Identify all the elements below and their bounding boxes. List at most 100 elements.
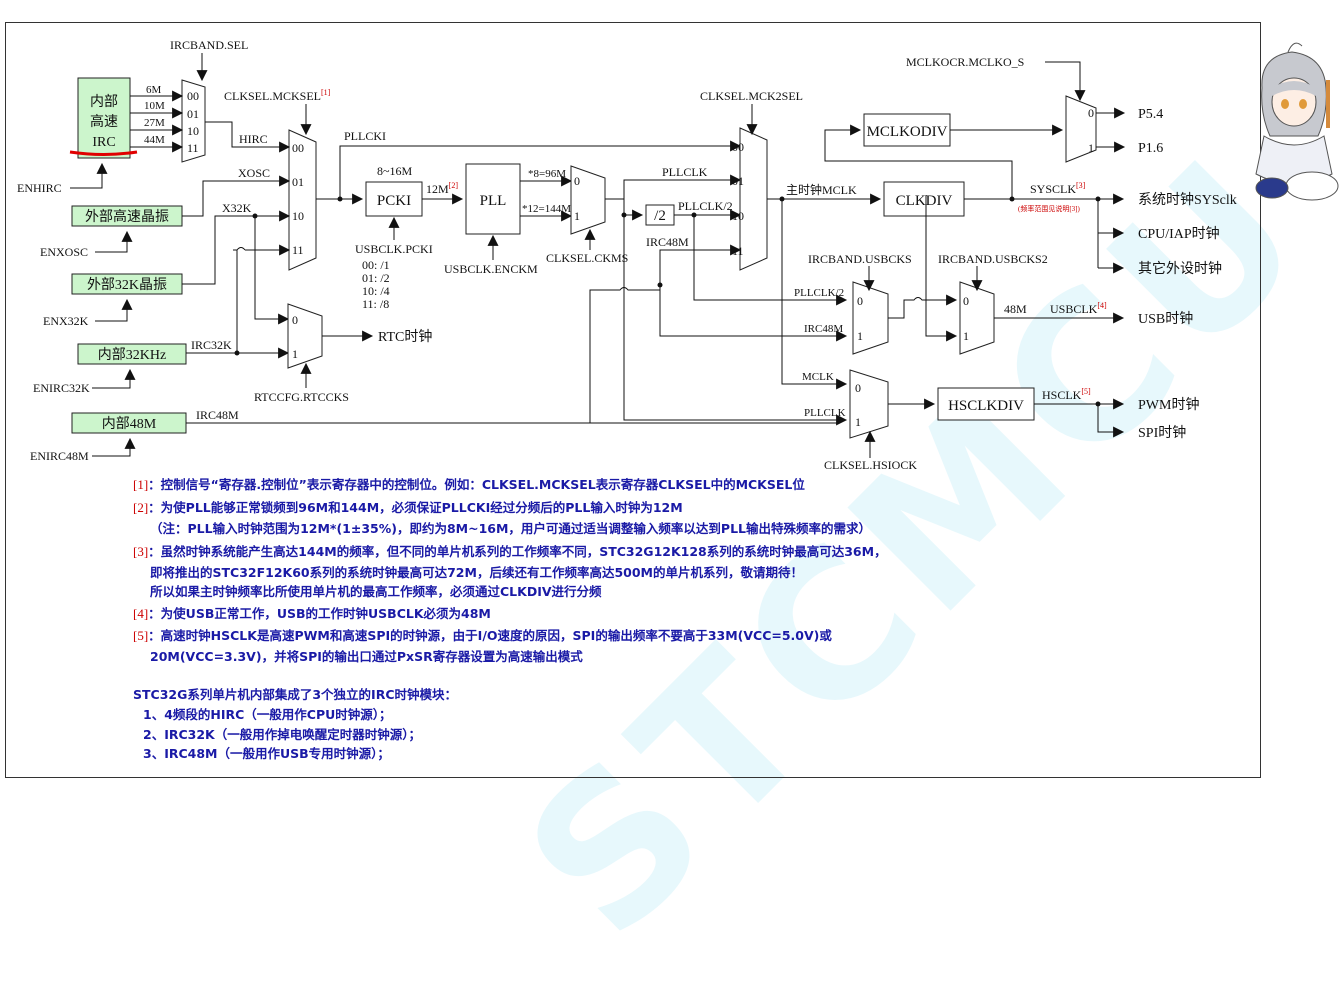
mcksel-in-01: 01 — [292, 175, 304, 189]
int-32khz-block: 内部32KHz — [77, 343, 187, 365]
usbcks-in-0: 0 — [857, 294, 863, 308]
clkdiv-block — [883, 181, 965, 217]
hsiock-mux — [849, 369, 889, 439]
pllcki-signal-label: PLLCKI — [344, 129, 386, 143]
usb-48m-label: 48M — [1004, 302, 1027, 316]
hirc-underline — [69, 150, 138, 156]
pcki-div-1: 00: /1 — [362, 258, 390, 272]
mck2sel-in-01: 01 — [732, 174, 744, 188]
hsiock-in-0: 0 — [855, 381, 861, 395]
mck2sel-label: CLKSEL.MCK2SEL — [700, 89, 803, 103]
ircband-in-10: 10 — [187, 124, 199, 138]
hirc-line-1: 内部 — [90, 94, 118, 110]
pllclk-signal-label: PLLCLK — [662, 165, 708, 179]
pcki-range-label: 8~16M — [377, 164, 412, 178]
hirc-block: 内部 高速 IRC — [69, 77, 138, 159]
mclkodiv-label: MCLKODIV — [867, 124, 948, 140]
pll-block — [465, 163, 521, 235]
irc-summary-item-3: 3、IRC48M（一般用作USB专用时钟源）； — [143, 746, 390, 761]
mck2sel-in-00: 00 — [732, 140, 744, 154]
mck2sel-in-10: 10 — [732, 209, 744, 223]
rtccfg-label: RTCCFG.RTCCKS — [254, 390, 349, 404]
sysclk-output: 系统时钟SYSclk — [1138, 191, 1237, 208]
note-3-line-3: 所以如果主时钟频率比所使用单片机的最高工作频率，必须通过CLKDIV进行分频 — [150, 584, 602, 599]
clock-tree-diagram: 内部 高速 IRC ENHIRC 外部高速晶振 ENXOSC 外部32K晶振 E… — [17, 38, 1339, 472]
ext-32k-osc-block: 外部32K晶振 — [71, 273, 183, 295]
hsiock-in-1: 1 — [855, 415, 861, 429]
mcksel-in-10: 10 — [292, 209, 304, 223]
enirc48m-label: ENIRC48M — [30, 449, 89, 463]
usbclk-label: USBCLK[4] — [1050, 301, 1107, 316]
irc-summary-item-2: 2、IRC32K（一般用作掉电唤醒定时器时钟源）； — [143, 727, 421, 742]
clkdiv-label: CLKDIV — [896, 193, 953, 209]
mascot-illustration — [1255, 42, 1339, 201]
mcksel-label: CLKSEL.MCKSEL[1] — [224, 88, 331, 103]
pcki-div-4: 10: /4 — [362, 284, 390, 298]
pll-label: PLL — [480, 193, 507, 209]
ckms-in-0: 0 — [574, 174, 580, 188]
note-1: [1]：控制信号“寄存器.控制位”表示寄存器中的控制位。例如：CLKSEL.MC… — [133, 477, 805, 492]
main-mclk-label: 主时钟MCLK — [786, 182, 857, 197]
mclko-in-0: 0 — [1088, 106, 1094, 120]
diagram-frame — [5, 22, 1261, 778]
mcksel-in-00: 00 — [292, 141, 304, 155]
x32k-signal-label: X32K — [222, 201, 252, 215]
pll-96m-label: *8=96M — [528, 168, 566, 180]
usbclk-pcki-label: USBCLK.PCKI — [355, 242, 433, 256]
pwm-clock-output: PWM时钟 — [1138, 396, 1199, 413]
periph-output: 其它外设时钟 — [1138, 260, 1222, 277]
div2-label: /2 — [654, 208, 666, 224]
ckms-in-1: 1 — [574, 209, 580, 223]
mclko-mux — [1065, 95, 1097, 163]
usbcks2-in-1: 1 — [963, 329, 969, 343]
pcki-div-2: 01: /2 — [362, 271, 390, 285]
freq-10m: 10M — [144, 100, 165, 112]
usbcks-mux — [852, 281, 889, 355]
freq-6m: 6M — [146, 84, 162, 96]
usb-clock-output: USB时钟 — [1138, 310, 1193, 327]
usbcks-in-1: 1 — [857, 329, 863, 343]
ircband-in-00: 00 — [187, 89, 199, 103]
rtc-clock-output: RTC时钟 — [378, 328, 432, 345]
irc48m-signal-label: IRC48M — [196, 408, 239, 422]
mclkodiv-block — [863, 113, 951, 147]
xosc-signal-label: XOSC — [238, 166, 270, 180]
freq-44m: 44M — [144, 134, 165, 146]
enxosc-label: ENXOSC — [40, 245, 88, 259]
freq-27m: 27M — [144, 117, 165, 129]
irc48m-mck2sel-label: IRC48M — [646, 235, 689, 249]
note-2-detail: （注：PLL输入时钟范围为12M*(1±35%)，即约为8M~16M，用户可通过… — [150, 521, 872, 536]
ircband-sel-label: IRCBAND.SEL — [170, 38, 248, 52]
p54-output: P5.4 — [1138, 107, 1163, 122]
hirc-signal-label: HIRC — [239, 132, 268, 146]
usbcks2-in-0: 0 — [963, 294, 969, 308]
note-3-line-2: 即将推出的STC32F12K60系列的系统时钟最高可达72M，后续还有工作频率高… — [150, 565, 803, 580]
hsclkdiv-label: HSCLKDIV — [948, 398, 1024, 414]
irc-summary-title: STC32G系列单片机内部集成了3个独立的IRC时钟模块： — [133, 687, 458, 702]
clksel-hsiock-label: CLKSEL.HSIOCK — [824, 458, 917, 472]
pll-144m-label: *12=144M — [522, 203, 571, 215]
cpu-iap-output: CPU/IAP时钟 — [1138, 225, 1220, 242]
ircband-usbcks2-label: IRCBAND.USBCKS2 — [938, 252, 1048, 266]
note-3: [3]：虽然时钟系统能产生高达144M的频率，但不同的单片机系列的工作频率不同，… — [133, 544, 887, 559]
irc32k-signal-label: IRC32K — [191, 338, 232, 352]
ircband-in-01: 01 — [187, 107, 199, 121]
spi-clock-output: SPI时钟 — [1138, 424, 1186, 441]
enirc32k-label: ENIRC32K — [33, 381, 90, 395]
pcki-div-8: 11: /8 — [362, 297, 389, 311]
hsclk-label: HSCLK[5] — [1042, 387, 1091, 402]
note-5-line-2: 20M(VCC=3.3V)，并将SPI的输出口通过PxSR寄存器设置为高速输出模… — [150, 649, 583, 664]
mclko-in-1: 1 — [1088, 141, 1094, 155]
irc48m-usbcks-label: IRC48M — [804, 323, 843, 335]
int-48m-block: 内部48M — [71, 412, 187, 434]
ext-32k-osc-label: 外部32K晶振 — [87, 277, 167, 293]
rtc-in-0: 0 — [292, 313, 298, 327]
sysclk-freq-note: (频率范围见说明[3]) — [1018, 204, 1080, 213]
pllclk2-usbcks-label: PLLCLK/2 — [794, 287, 844, 299]
mcksel-mux — [288, 129, 317, 271]
mck2sel-in-11: 11 — [732, 244, 744, 258]
mck2sel-mux — [739, 127, 768, 271]
clksel-ckms-label: CLKSEL.CKMS — [546, 251, 628, 265]
pcki-out-label: 12M[2] — [426, 181, 458, 196]
ext-hs-osc-block: 外部高速晶振 — [71, 205, 183, 227]
